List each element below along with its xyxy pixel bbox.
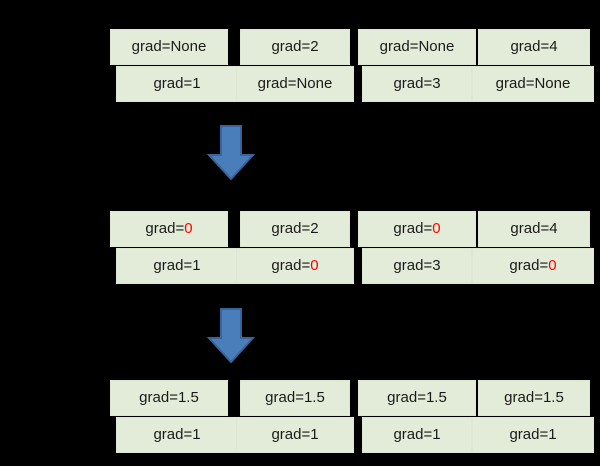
node-pair: grad=0 grad=1	[110, 211, 238, 289]
node-label-prefix: grad=	[393, 220, 433, 237]
node-label-prefix: grad=	[145, 220, 185, 237]
node-box-bottom: grad=1	[116, 417, 238, 453]
node-box-top: grad=2	[240, 29, 350, 65]
node-box-bottom: grad=1	[116, 248, 238, 284]
node-box-top: grad=1.5	[358, 380, 476, 416]
node-pair: grad=1.5 grad=1	[110, 380, 238, 458]
node-label-value: 1	[192, 257, 201, 274]
node-row-zeroed-state: grad=0 grad=1 grad=2 grad=0 grad=0 grad=…	[0, 211, 600, 291]
node-box-bottom: grad=1	[472, 417, 594, 453]
node-label-prefix: grad=	[271, 257, 311, 274]
node-label-prefix: grad=	[271, 220, 311, 237]
node-label-value: 0	[310, 257, 319, 274]
node-pair: grad=2 grad=None	[236, 29, 368, 107]
node-pair: grad=4 grad=None	[472, 29, 600, 107]
node-label-value: 4	[549, 220, 558, 237]
node-pair: grad=1.5 grad=1	[358, 380, 486, 458]
node-box-bottom: grad=3	[362, 248, 472, 284]
node-label-prefix: grad=	[153, 257, 193, 274]
node-box-top: grad=4	[478, 29, 590, 65]
node-box-bottom: grad=None	[472, 66, 594, 102]
node-row-averaged-state: grad=1.5 grad=1 grad=1.5 grad=1 grad=1.5…	[0, 380, 600, 460]
node-label-prefix: grad=	[393, 257, 433, 274]
node-box-bottom: grad=0	[472, 248, 594, 284]
node-box-bottom: grad=1	[236, 417, 354, 453]
node-box-top: grad=None	[110, 29, 228, 65]
node-pair: grad=None grad=3	[358, 29, 486, 107]
node-box-top: grad=None	[358, 29, 476, 65]
node-label-value: 0	[184, 220, 193, 237]
node-label-prefix: grad=	[509, 257, 549, 274]
down-arrow-icon	[200, 305, 262, 367]
node-label-value: 0	[432, 220, 441, 237]
node-box-top: grad=0	[358, 211, 476, 247]
node-pair: grad=None grad=1	[110, 29, 238, 107]
node-box-top: grad=1.5	[478, 380, 590, 416]
down-arrow-icon	[200, 122, 262, 184]
node-pair: grad=0 grad=3	[358, 211, 486, 289]
node-label-value: 3	[432, 257, 441, 274]
node-box-top: grad=1.5	[110, 380, 228, 416]
node-box-bottom: grad=1	[116, 66, 238, 102]
node-box-bottom: grad=0	[236, 248, 354, 284]
node-label-prefix: grad=	[510, 220, 550, 237]
node-box-top: grad=4	[478, 211, 590, 247]
node-pair: grad=4 grad=0	[472, 211, 600, 289]
node-box-top: grad=1.5	[240, 380, 350, 416]
node-label-value: 0	[548, 257, 557, 274]
node-pair: grad=1.5 grad=1	[472, 380, 600, 458]
node-pair: grad=1.5 grad=1	[236, 380, 368, 458]
node-box-bottom: grad=3	[362, 66, 472, 102]
node-pair: grad=2 grad=0	[236, 211, 368, 289]
node-box-top: grad=2	[240, 211, 350, 247]
node-label-value: 2	[310, 220, 319, 237]
node-row-initial-state: grad=None grad=1 grad=2 grad=None grad=N…	[0, 29, 600, 109]
node-box-bottom: grad=1	[362, 417, 472, 453]
node-box-bottom: grad=None	[236, 66, 354, 102]
node-box-top: grad=0	[110, 211, 228, 247]
